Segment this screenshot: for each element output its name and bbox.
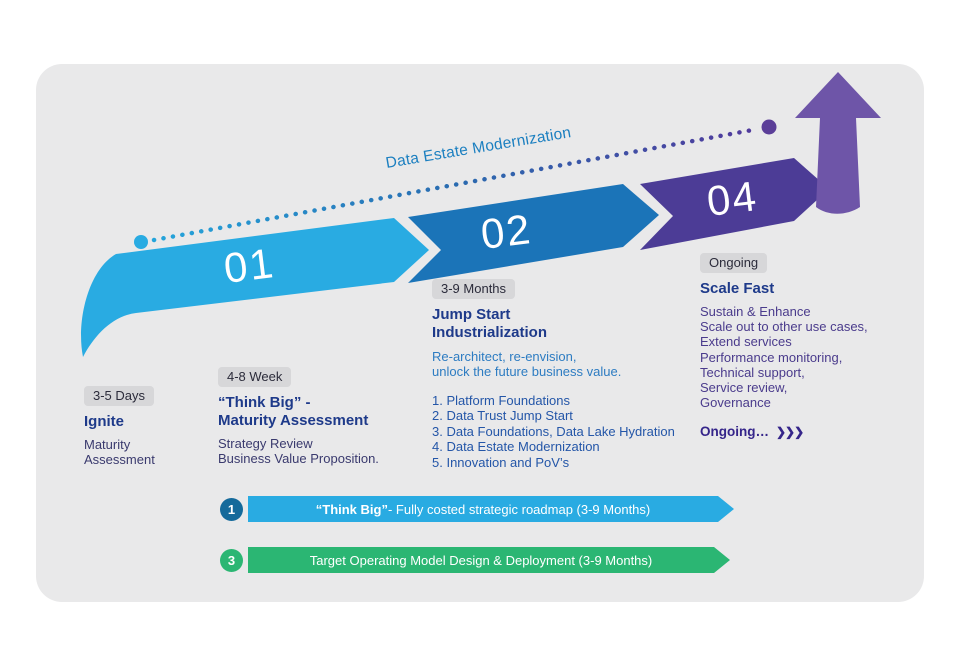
phase-arrow-01 — [81, 218, 429, 357]
phase-title: “Think Big” -Maturity Assessment — [218, 394, 369, 429]
phase-think-big: 4-8 Week “Think Big” -Maturity Assessmen… — [218, 367, 423, 467]
bar-label-rest: - Fully costed strategic roadmap (3-9 Mo… — [387, 501, 651, 517]
duration-badge: Ongoing — [700, 253, 768, 273]
bar-bullet-1: 1 — [220, 497, 243, 521]
bar-label: Target Operating Model Design & Deployme… — [309, 552, 653, 568]
duration-badge: 3-9 Months — [432, 279, 516, 299]
phase-number-01: 01 — [221, 239, 278, 292]
dotted-trend-line — [151, 126, 761, 243]
bar-arrow-cyan: “Think Big” - Fully costed strategic roa… — [248, 496, 734, 522]
phase-arrow-04 — [640, 158, 829, 250]
ribbon-graphic — [81, 72, 881, 357]
duration-badge: 3-5 Days — [84, 386, 155, 406]
roadmap-bar-target-operating-model: 3 Target Operating Model Design & Deploy… — [220, 547, 730, 573]
trend-end-dot — [761, 119, 777, 135]
duration-badge: 4-8 Week — [218, 367, 292, 387]
phase-arrow-02 — [408, 184, 659, 283]
ongoing-label: Ongoing… — [700, 424, 769, 440]
triple-chevron-icon: ❯❯❯ — [775, 425, 804, 440]
roadmap-bar-think-big: 1 “Think Big” - Fully costed strategic r… — [220, 496, 734, 522]
phase-number-02: 02 — [478, 205, 535, 258]
phase-subtitle: Re-architect, re-envision,unlock the fut… — [432, 349, 622, 380]
phase-title: Scale Fast — [700, 280, 775, 297]
bar-bullet-3: 3 — [220, 548, 243, 572]
phase-title: Ignite — [84, 413, 124, 430]
ongoing-footer: Ongoing… ❯❯❯ — [700, 424, 912, 439]
bar-arrow-green: Target Operating Model Design & Deployme… — [248, 547, 730, 573]
bar-label-bold: “Think Big” — [315, 501, 388, 517]
phase-number-04: 04 — [704, 172, 761, 225]
trend-start-dot — [134, 235, 148, 249]
growth-arrow — [795, 72, 881, 214]
